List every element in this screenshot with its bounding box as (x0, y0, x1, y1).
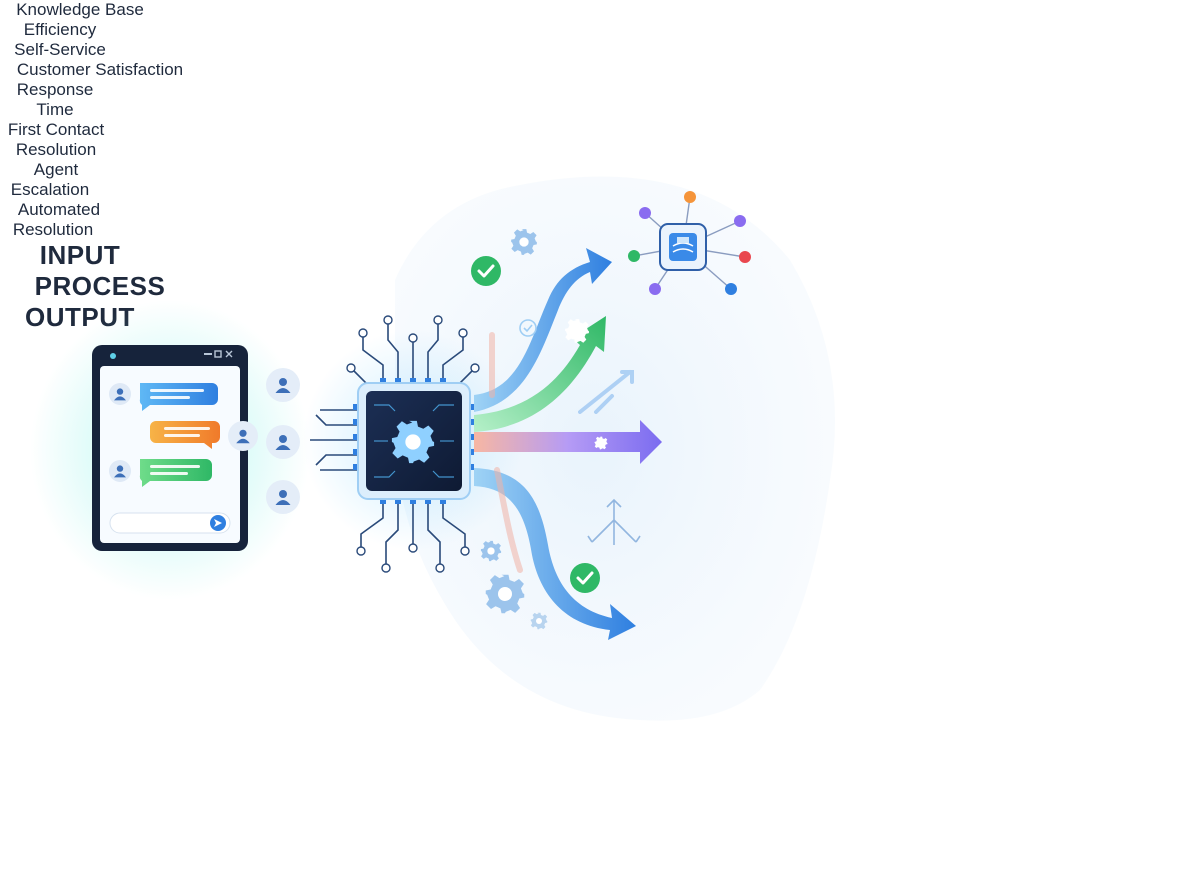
user-icon (266, 368, 300, 402)
maximize-icon (214, 350, 222, 358)
efficiency-label: Efficiency (23, 20, 97, 39)
chat-bubble-orange (150, 421, 220, 449)
gear-icon (530, 612, 548, 630)
user-icon (266, 480, 300, 514)
knowledge-base-label: Knowledge Base (16, 0, 144, 19)
network-icon (587, 498, 641, 545)
arrow-to-efficiency (474, 420, 662, 464)
section-title-input: INPUT (39, 240, 121, 270)
chat-bubble-green (139, 459, 212, 487)
close-icon (225, 350, 233, 358)
arrow-to-self-service (474, 468, 636, 640)
arrow-to-knowledge-base (474, 248, 612, 412)
self-service-label: Self-Service (14, 40, 106, 59)
gear-icon (391, 420, 435, 464)
checkmark-small-icon (519, 319, 537, 337)
gear-icon (511, 229, 537, 255)
gear-icon (485, 574, 525, 614)
message-input-field (109, 512, 231, 534)
customer-satisfaction-label: Customer Satisfaction (16, 60, 184, 79)
first-contact-resolution-label: First Contact Resolution (7, 120, 105, 159)
user-icon (228, 421, 258, 451)
ai-processor-chip (303, 315, 523, 573)
legend-automated-resolution: Automated Resolution (12, 200, 101, 239)
input-chat-window (30, 300, 310, 600)
gear-icon (594, 436, 608, 450)
response-time-label: Response Time (16, 80, 94, 119)
user-avatar-icon (109, 383, 131, 405)
checkmark-icon (471, 256, 501, 286)
user-avatar-icon (109, 460, 131, 482)
knowledge-base-icon (628, 191, 751, 295)
legend-agent-escalation: Agent Escalation (10, 160, 90, 199)
gear-icon (480, 540, 502, 562)
gear-icon (565, 319, 589, 343)
chat-bubble-blue (139, 383, 218, 411)
section-title-process: PROCESS (34, 271, 166, 301)
user-icon (266, 425, 300, 459)
arrow-green-upward (474, 316, 606, 432)
checkmark-icon (570, 563, 600, 593)
minimize-icon (204, 353, 212, 355)
